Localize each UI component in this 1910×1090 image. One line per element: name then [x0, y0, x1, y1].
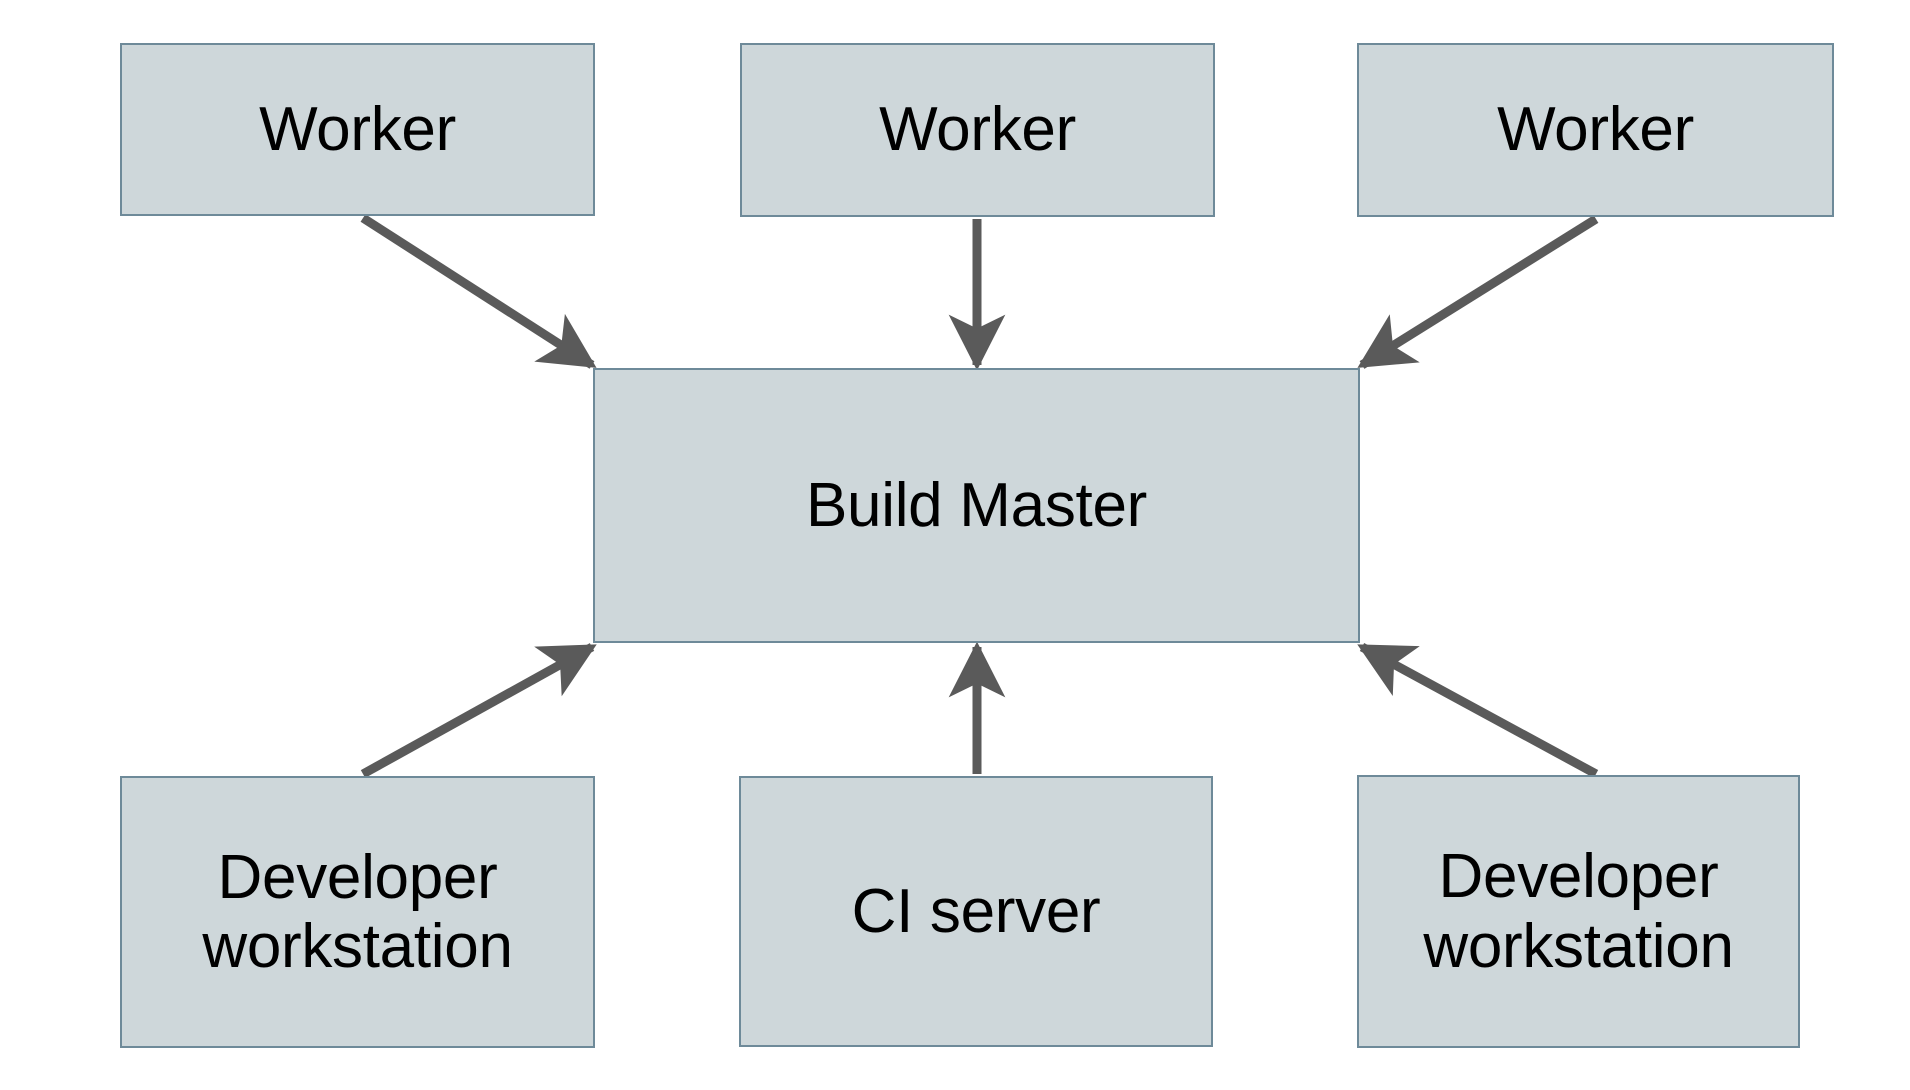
edge-worker-left-to-build-master [360, 214, 597, 369]
node-build-master-label: Build Master [806, 470, 1147, 540]
node-developer-workstation-right-label: Developer workstation [1423, 842, 1734, 981]
node-developer-workstation-right[interactable]: Developer workstation [1357, 775, 1800, 1048]
edge-worker-right-to-build-master [1357, 215, 1599, 369]
node-build-master[interactable]: Build Master [593, 368, 1360, 643]
node-worker-mid[interactable]: Worker [740, 43, 1215, 217]
node-worker-right-label: Worker [1497, 95, 1694, 165]
node-worker-right[interactable]: Worker [1357, 43, 1834, 217]
node-developer-workstation-left-label: Developer workstation [202, 842, 513, 981]
node-ci-server-label: CI server [851, 876, 1101, 946]
node-ci-server[interactable]: CI server [739, 776, 1213, 1047]
edge-dev-left-to-build-master [360, 643, 597, 778]
node-worker-left[interactable]: Worker [120, 43, 595, 216]
edge-dev-right-to-build-master [1357, 643, 1599, 778]
node-developer-workstation-left[interactable]: Developer workstation [120, 776, 595, 1048]
node-worker-left-label: Worker [259, 94, 456, 164]
node-worker-mid-label: Worker [879, 95, 1076, 165]
